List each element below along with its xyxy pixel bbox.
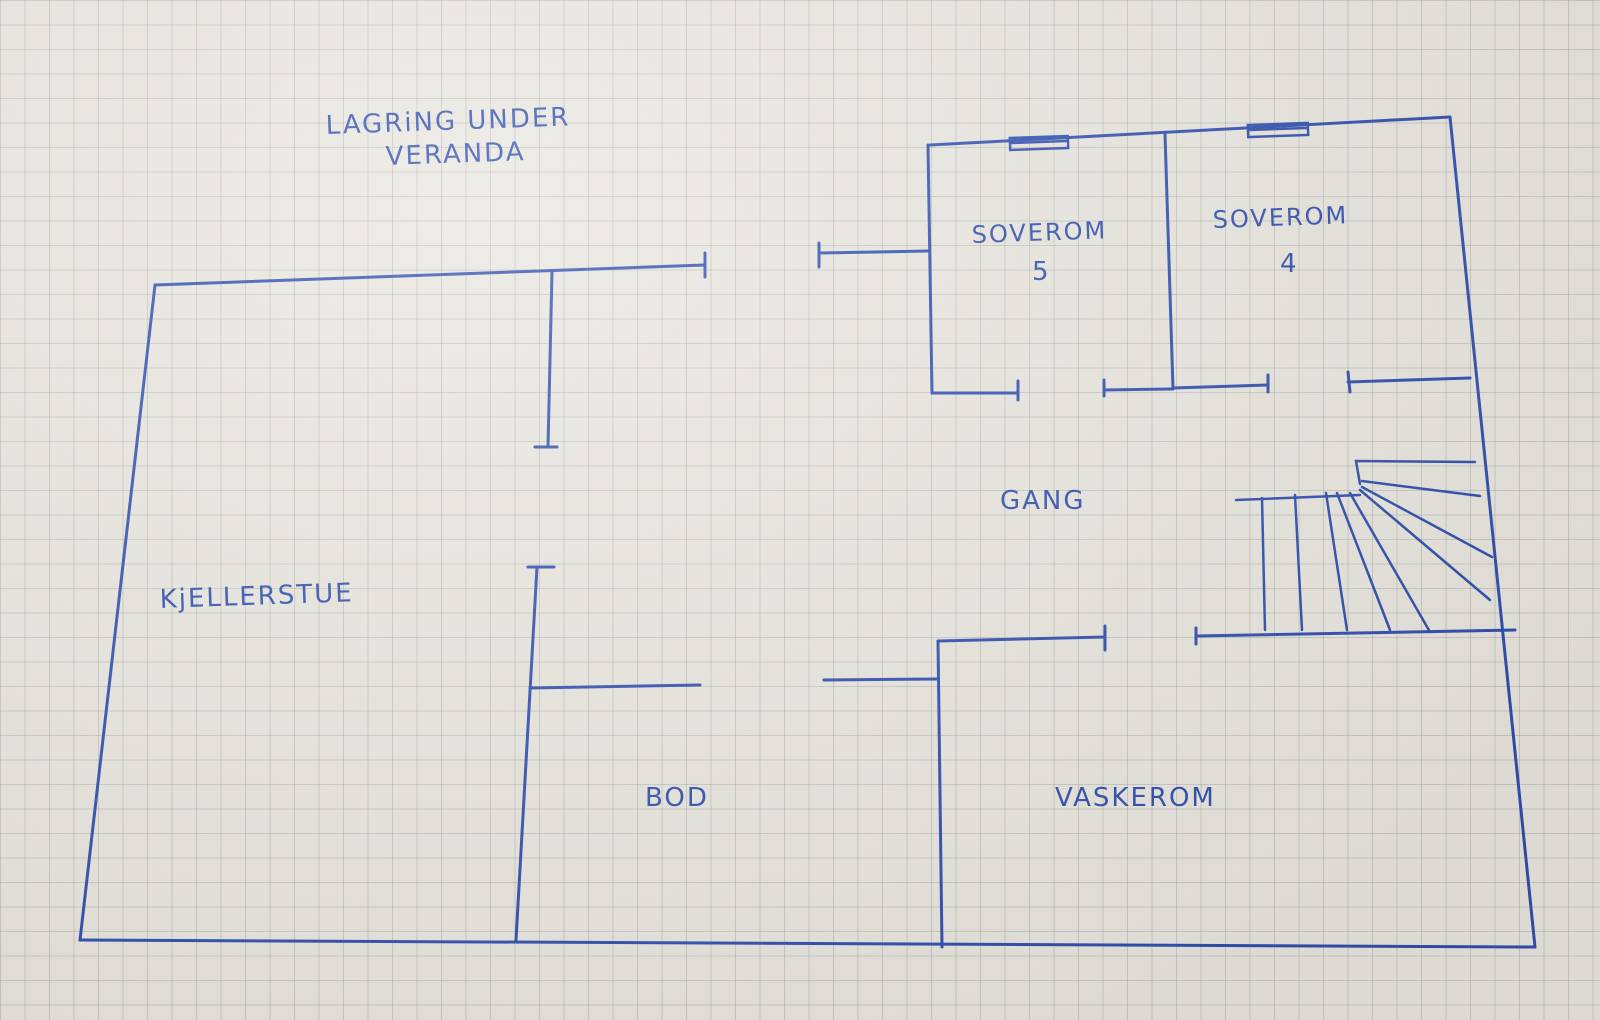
stair-step-5 bbox=[1348, 491, 1432, 634]
label-bedroom5-name: SOVEROM bbox=[971, 216, 1107, 249]
label-hallway: GANG bbox=[1000, 486, 1086, 516]
window-bedroom4-pane bbox=[1248, 126, 1308, 132]
bedroom-walls bbox=[817, 121, 1472, 402]
stair-step-4 bbox=[1335, 491, 1392, 632]
wall-storage-north-a bbox=[528, 683, 702, 690]
wall-bedroom-divider bbox=[1163, 132, 1175, 391]
wall-living-upper bbox=[546, 270, 554, 449]
room-labels: LAGRiNG UNDER VERANDA SOVEROM 5 SOVEROM … bbox=[159, 102, 1348, 813]
outer-walls bbox=[78, 115, 1537, 949]
wall-bedroom5-south-b bbox=[1102, 387, 1174, 392]
stair-step-6 bbox=[1358, 488, 1492, 602]
wall-bedroom5-west bbox=[926, 143, 934, 395]
staircase bbox=[1234, 459, 1494, 634]
wall-stub-to-bedroom5 bbox=[817, 249, 930, 255]
stair-step-1 bbox=[1260, 496, 1267, 632]
interior-walls bbox=[514, 270, 1517, 949]
wall-laundry-north-b bbox=[1194, 628, 1517, 638]
label-basement-living-room: KjELLERSTUE bbox=[159, 578, 354, 615]
label-bedroom5-number: 5 bbox=[1032, 257, 1051, 287]
wall-south bbox=[78, 938, 1537, 949]
window-bedroom5-pane bbox=[1010, 139, 1068, 145]
stair-step-7 bbox=[1360, 485, 1494, 559]
label-bedroom4-number: 4 bbox=[1280, 249, 1299, 279]
wall-west bbox=[78, 283, 157, 942]
label-storage-under-porch-line2: VERANDA bbox=[385, 137, 526, 172]
label-storage-room: BOD bbox=[645, 783, 709, 813]
wall-laundry-north-a bbox=[936, 635, 1107, 643]
stair-step-2 bbox=[1293, 493, 1304, 632]
wall-bedroom4-south-b bbox=[1346, 376, 1472, 384]
wall-storage-north-b bbox=[822, 677, 940, 682]
wall-north-left bbox=[153, 263, 707, 287]
stair-top-edge bbox=[1234, 493, 1362, 502]
wall-north-bedrooms bbox=[928, 115, 1452, 147]
wall-laundry-west bbox=[936, 639, 944, 949]
wall-east bbox=[1448, 115, 1537, 949]
window-bedroom4 bbox=[1246, 121, 1310, 139]
stair-step-8 bbox=[1360, 479, 1482, 498]
stair-step-3 bbox=[1324, 491, 1349, 632]
window-bedroom5 bbox=[1008, 134, 1070, 152]
label-storage-under-porch-line1: LAGRiNG UNDER bbox=[325, 102, 571, 141]
label-bedroom4-name: SOVEROM bbox=[1212, 201, 1348, 234]
label-laundry-room: VASKEROM bbox=[1055, 783, 1216, 813]
wall-bedroom4-south-a bbox=[1171, 383, 1270, 390]
wall-storage-west bbox=[514, 565, 539, 942]
stair-landing bbox=[1354, 459, 1477, 486]
